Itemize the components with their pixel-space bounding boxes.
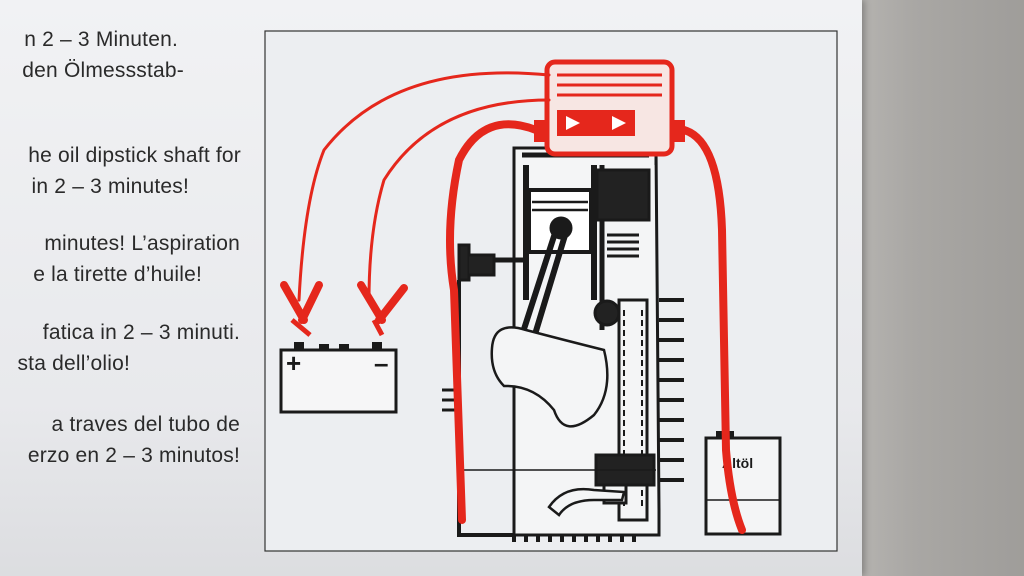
text-line: a traves del tubo de <box>51 413 240 436</box>
text-line: n 2 – 3 Minuten. <box>24 28 178 51</box>
battery-minus-label: – <box>374 348 388 378</box>
battery-plus-label: + <box>286 348 301 378</box>
text-line: fatica in 2 – 3 minuti. <box>42 321 240 344</box>
text-line: in 2 – 3 minutes! <box>31 175 189 198</box>
text-line: e la tirette d’huile! <box>33 263 202 286</box>
text-line: minutes! L’aspiration <box>44 232 240 255</box>
battery-clamp-icons <box>280 281 408 337</box>
red-hose-lines <box>297 71 746 534</box>
text-line: den Ölmessstab- <box>22 59 184 82</box>
text-line: he oil dipstick shaft for <box>28 144 241 167</box>
tabletop-background <box>840 0 1024 576</box>
text-line: sta dell’olio! <box>17 352 130 375</box>
battery-icon: + – <box>279 342 398 414</box>
oil-extraction-diagram: + – Altöl <box>264 30 838 552</box>
waste-oil-container-icon: Altöl <box>704 431 782 536</box>
text-line: erzo en 2 – 3 minutos! <box>27 444 240 467</box>
engine-icon <box>442 146 684 542</box>
pump-device-icon <box>534 59 685 157</box>
product-box-panel: n 2 – 3 Minuten. den Ölmessstab- he oil … <box>0 0 862 576</box>
